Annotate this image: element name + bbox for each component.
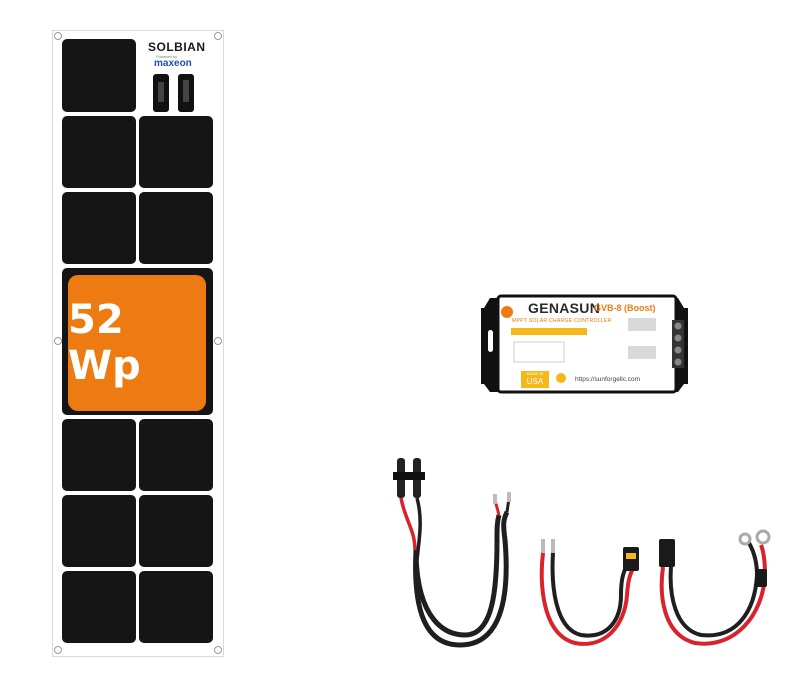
junction-box-icon	[153, 74, 194, 112]
controller-model: GVB-8 (Boost)	[594, 303, 656, 313]
solar-cell	[62, 116, 136, 188]
controller-url: https://sunforgellc.com	[575, 376, 641, 383]
solar-cell	[139, 192, 213, 264]
controller-subtitle: MPPT SOLAR CHARGE CONTROLLER	[512, 318, 612, 324]
mounting-hole-icon	[214, 646, 222, 654]
mc4-extension-cable	[393, 458, 511, 648]
solar-cell	[139, 495, 213, 567]
battery-cable	[539, 539, 639, 646]
solar-cell	[139, 419, 213, 491]
mounting-hole-icon	[214, 32, 222, 40]
solar-cell	[139, 116, 213, 188]
mounting-hole-icon	[54, 32, 62, 40]
controller-brand: GENASUN	[528, 300, 601, 316]
solar-cell	[62, 419, 136, 491]
powered-by-label: Powered by	[156, 54, 178, 59]
mounting-hole-icon	[214, 337, 222, 345]
mounting-hole-icon	[54, 337, 62, 345]
country-text: USA	[526, 377, 544, 386]
fused-ring-terminal-cable	[659, 529, 771, 646]
solar-cell	[62, 192, 136, 264]
solar-cell	[62, 495, 136, 567]
power-rating-badge: 52 Wp	[68, 275, 206, 411]
made-in-text: MADE IN	[526, 371, 544, 376]
mounting-hole-icon	[54, 646, 62, 654]
panel-brand-logo: SOLBIAN	[148, 40, 206, 54]
power-rating-label: 52 Wp	[68, 297, 141, 389]
solar-cell	[139, 571, 213, 643]
solar-cell	[62, 39, 136, 112]
solar-cell	[62, 571, 136, 643]
charge-controller	[481, 294, 688, 394]
cell-brand-logo: maxeon	[154, 58, 192, 69]
